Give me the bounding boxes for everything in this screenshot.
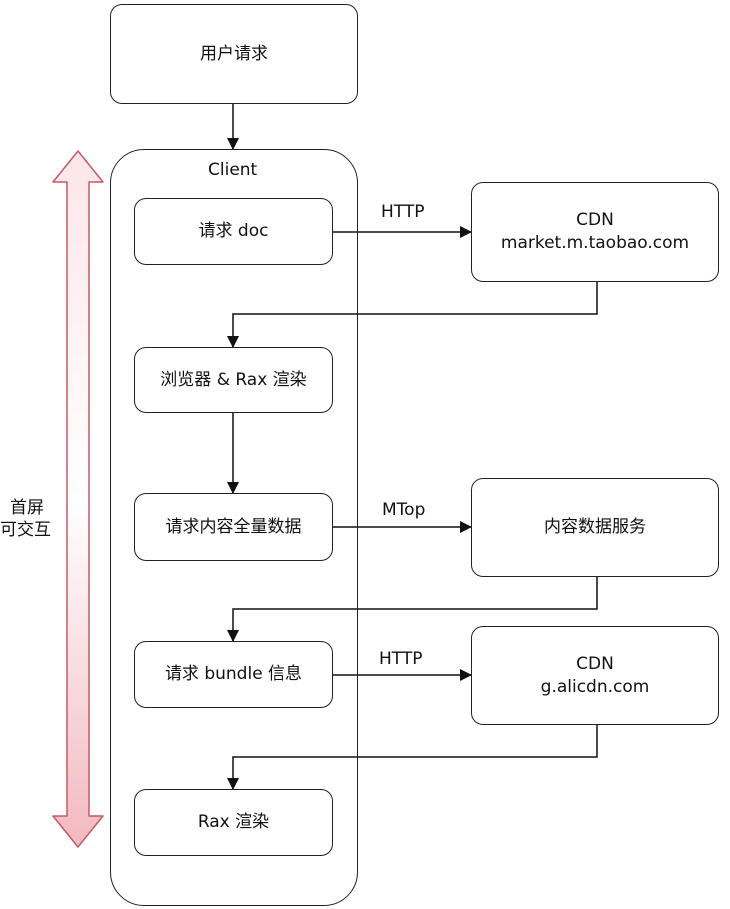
node-cdn-market-title: CDN [576,210,614,231]
node-rax-render-label: Rax 渲染 [197,812,270,833]
node-user-request: 用户请求 [110,4,358,104]
node-cdn-alicdn: CDN g.alicdn.com [471,626,719,725]
edge-cdn-to-rax [227,725,598,790]
node-browser-render-label: 浏览器 & Rax 渲染 [160,369,307,390]
node-cdn-alicdn-title: CDN [576,653,614,674]
edge-label-mtop: MTop [382,500,426,520]
edge-label-http-2: HTTP [379,649,423,669]
node-request-doc-label: 请求 doc [198,221,269,242]
side-label-line1: 首屏 [10,498,44,518]
edge-cdn-to-browser [227,282,598,348]
node-request-bundle-label: 请求 bundle 信息 [164,664,303,685]
edge-label-http-1: HTTP [381,202,425,222]
edge-service-to-bundle [227,577,598,642]
double-arrow-icon [52,150,104,848]
node-request-content: 请求内容全量数据 [134,493,333,561]
client-title: Client [208,160,258,180]
node-user-request-label: 用户请求 [200,43,268,64]
client-container [110,149,358,906]
node-request-bundle: 请求 bundle 信息 [134,641,333,708]
node-cdn-market: CDN market.m.taobao.com [471,182,719,282]
node-request-doc: 请求 doc [134,198,333,265]
node-content-service-label: 内容数据服务 [544,517,646,538]
node-rax-render: Rax 渲染 [134,789,333,856]
node-content-service: 内容数据服务 [471,478,719,577]
node-browser-render: 浏览器 & Rax 渲染 [134,347,333,413]
node-cdn-alicdn-host: g.alicdn.com [540,676,650,697]
node-cdn-market-host: market.m.taobao.com [500,233,690,253]
node-request-content-label: 请求内容全量数据 [165,516,302,537]
side-label-line2: 可交互 [0,520,51,540]
